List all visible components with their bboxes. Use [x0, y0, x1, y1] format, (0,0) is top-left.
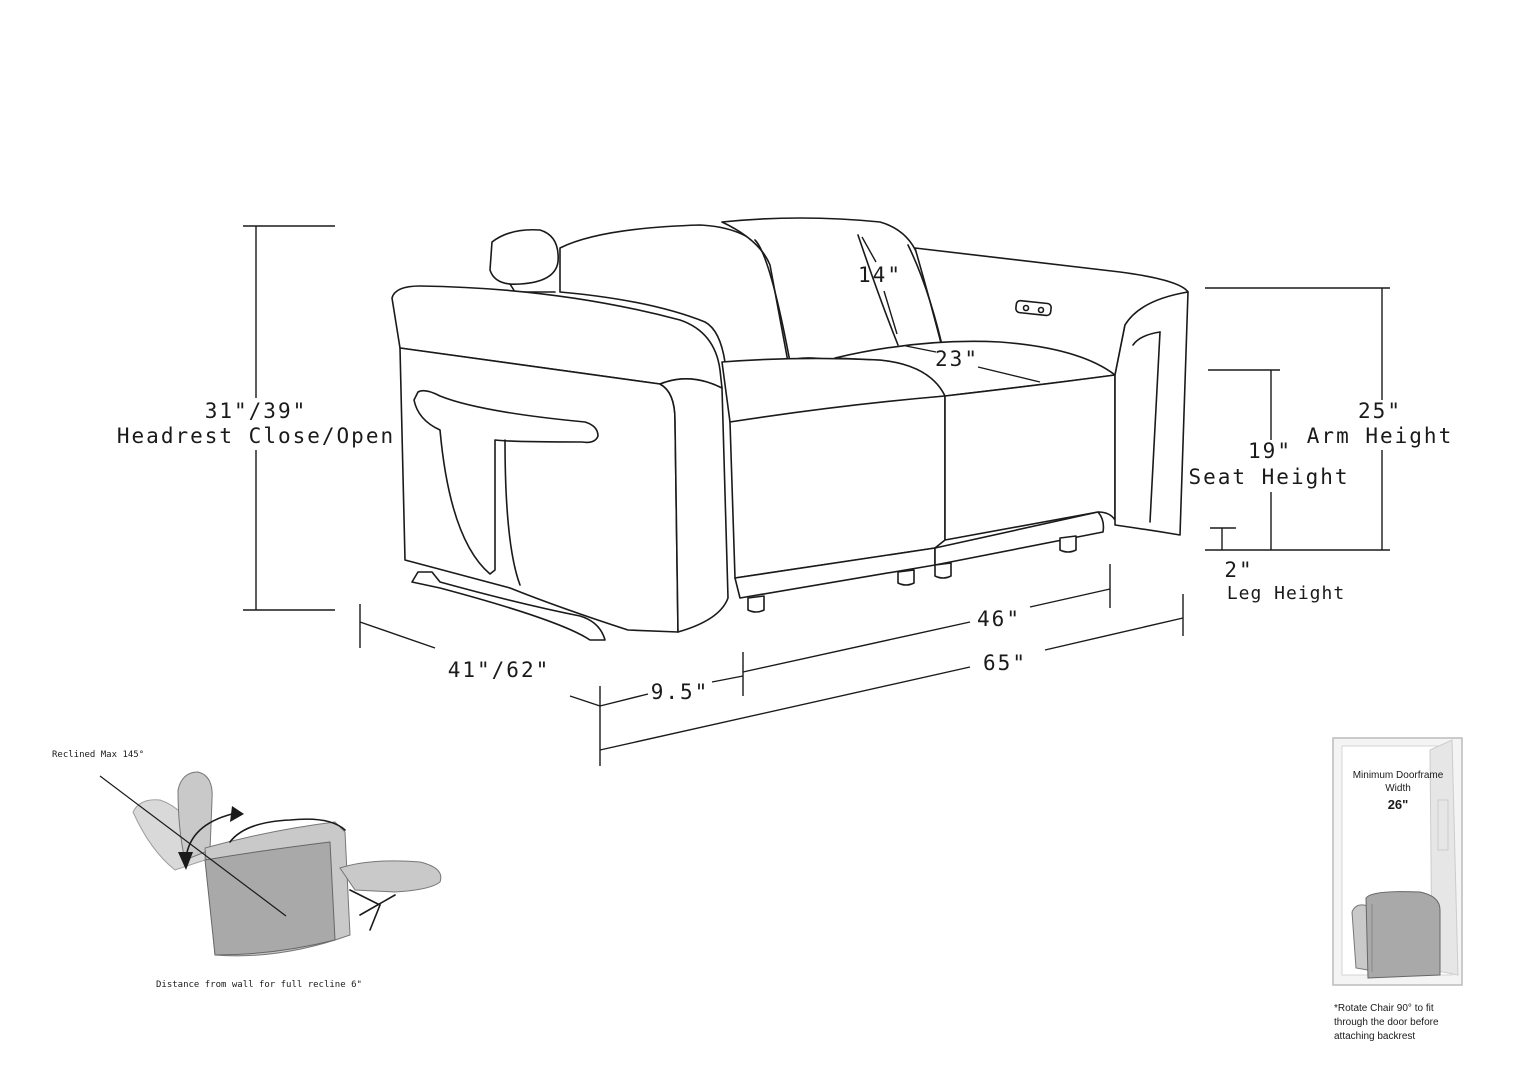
total-width-label: 65" [983, 651, 1027, 675]
power-button-dot-2 [1037, 306, 1045, 314]
doorframe-illustration: Minimum Doorframe Width 26" *Rotate Chai… [1332, 737, 1463, 1042]
seat-width-line-right [1029, 588, 1111, 608]
front-panel-right [944, 374, 1116, 541]
right-arm [1114, 291, 1189, 536]
door-panel-detail [1437, 799, 1449, 851]
total-width-line-right [1044, 617, 1184, 651]
leg-height-label: Leg Height [1227, 583, 1345, 604]
seat-width-label: 46" [977, 607, 1021, 631]
back-depth-label: 14" [858, 263, 902, 287]
seat-depth-line-right [977, 366, 1041, 383]
total-width-line-left [599, 666, 971, 751]
arm-height-value: 25" [1358, 399, 1402, 423]
seat-height-label: Seat Height [1188, 465, 1349, 489]
recline-footrest [339, 860, 442, 893]
doorframe-note-3: attaching backrest [1334, 1031, 1415, 1042]
seat-depth-label: 23" [935, 347, 979, 371]
doorframe-title-2: Width [1385, 783, 1411, 794]
dimension-labels: 31"/39" Headrest Close/Open 14" 23" 25" … [117, 263, 1453, 704]
back-depth-line-top [861, 236, 877, 263]
arm-width-label: 9.5" [651, 680, 710, 704]
recline-back-upright [177, 771, 213, 861]
arm-width-line-left [599, 693, 649, 707]
arm-width-line-right [711, 675, 744, 683]
recline-illustration: Reclined Max 145° Distance from wall for… [52, 750, 442, 990]
right-arm-inner [1132, 331, 1161, 523]
recline-guide-line [99, 775, 287, 917]
headrest-value-label: 31"/39" [205, 399, 308, 423]
seat-height-value: 19" [1248, 439, 1292, 463]
recline-max-label: Reclined Max 145° [52, 750, 144, 760]
power-button [1015, 299, 1052, 317]
headrest [489, 228, 559, 286]
base-sled [411, 571, 606, 641]
sofa-drawing [391, 217, 1189, 641]
recline-mechanism [349, 889, 396, 931]
depth-label: 41"/62" [448, 658, 551, 682]
headrest-label: Headrest Close/Open [117, 424, 395, 448]
leg-height-value: 2" [1224, 558, 1253, 582]
recline-wall-distance-label: Distance from wall for full recline 6" [156, 980, 362, 990]
recline-arrow-down [178, 852, 193, 870]
power-button-dot-1 [1022, 304, 1030, 312]
cushion-seam-1 [754, 239, 791, 363]
recline-frame [229, 818, 346, 843]
door-chair-body [1365, 891, 1441, 979]
arm-handle [413, 389, 599, 575]
doorframe-note-1: *Rotate Chair 90° to fit [1334, 1003, 1434, 1014]
footrest-right [934, 511, 1105, 566]
doorframe-title-1: Minimum Doorframe [1353, 770, 1444, 781]
leg-3 [934, 562, 952, 579]
leg-1 [747, 595, 765, 613]
recline-arm [204, 841, 336, 956]
left-arm-side [399, 347, 679, 633]
recline-arrow-up [230, 806, 244, 822]
arm-handle-inner [504, 439, 521, 586]
cushion-seam-2 [857, 234, 899, 346]
depth-line [359, 621, 436, 649]
dimension-lines [243, 225, 1390, 766]
seat-width-line-left [742, 621, 971, 673]
doorframe-width: 26" [1388, 797, 1409, 812]
seat-depth-line-left [905, 345, 937, 353]
left-arm-front [659, 378, 729, 633]
arm-height-label: Arm Height [1307, 424, 1453, 448]
arm-width-line-outer [569, 695, 601, 707]
leg-2 [897, 569, 915, 586]
doorframe-note-2: through the door before [1334, 1017, 1439, 1028]
leg-4 [1059, 535, 1077, 553]
back-depth-line-bottom [883, 290, 898, 335]
